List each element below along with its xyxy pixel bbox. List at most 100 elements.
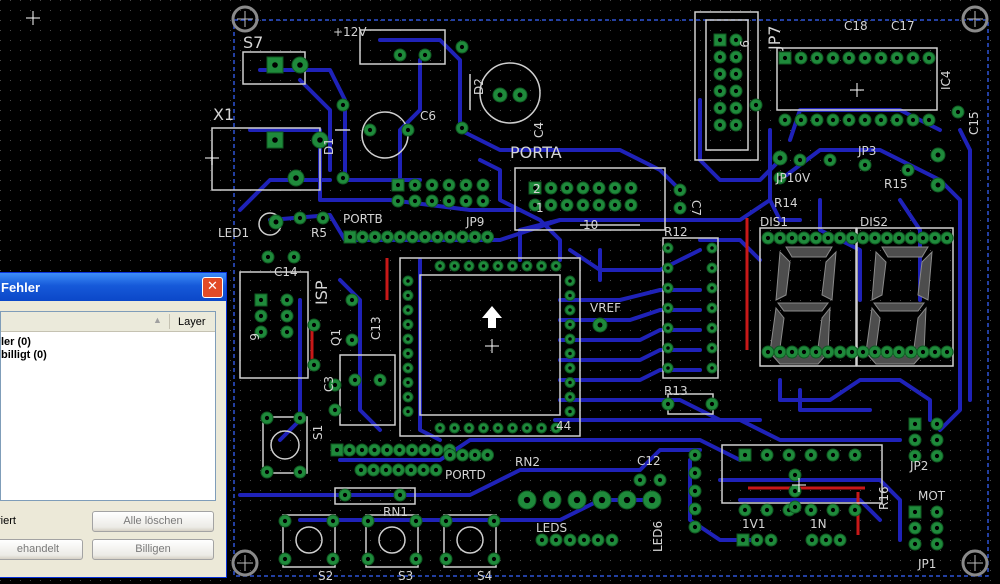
drill-hole xyxy=(717,71,723,77)
drill-hole xyxy=(480,182,486,188)
drill-hole xyxy=(932,349,938,355)
drill-hole xyxy=(896,349,902,355)
drill-hole xyxy=(406,395,410,399)
column-header-layer[interactable]: Layer xyxy=(178,316,206,328)
label-pin-1: 1 xyxy=(536,201,544,215)
drill-hole xyxy=(849,349,855,355)
dialog-titlebar[interactable]: Fehler ✕ xyxy=(0,273,226,301)
drill-hole xyxy=(532,185,538,191)
drill-hole xyxy=(383,467,389,473)
drill-hole xyxy=(777,175,783,181)
drill-hole xyxy=(405,127,411,133)
drill-hole xyxy=(934,453,940,459)
drill-hole xyxy=(284,329,290,335)
drill-hole xyxy=(710,286,714,290)
drill-hole xyxy=(539,426,544,430)
drill-hole xyxy=(360,234,365,240)
drill-hole xyxy=(894,55,900,61)
drill-hole xyxy=(733,105,739,111)
handled-button[interactable]: ehandelt xyxy=(0,539,83,560)
drill-hole xyxy=(912,437,918,443)
drill-hole xyxy=(460,452,465,458)
drill-hole xyxy=(742,507,748,513)
approve-button[interactable]: Billigen xyxy=(92,539,214,560)
clear-all-button[interactable]: Alle löschen xyxy=(92,511,214,532)
error-list[interactable]: ▲ Layer ler (0) billigt (0) xyxy=(0,311,216,501)
drill-hole xyxy=(532,202,538,208)
drill-hole xyxy=(481,264,486,268)
drill-hole xyxy=(491,518,497,524)
drill-hole xyxy=(311,322,317,328)
drill-hole xyxy=(692,524,698,530)
drill-hole xyxy=(846,117,852,123)
label-x1: X1 xyxy=(213,105,234,124)
column-separator[interactable] xyxy=(169,314,170,329)
drill-hole xyxy=(717,122,723,128)
drill-hole xyxy=(677,187,683,193)
drill-hole xyxy=(932,235,938,241)
drill-hole xyxy=(568,366,572,370)
drill-hole xyxy=(491,556,497,562)
drill-hole xyxy=(446,182,452,188)
drill-hole xyxy=(912,509,918,515)
drill-hole xyxy=(485,452,490,458)
drill-hole xyxy=(568,293,572,298)
drill-hole xyxy=(710,246,714,250)
label-jp2: JP2 xyxy=(909,459,928,473)
label-rn2: RN2 xyxy=(515,455,540,469)
drill-hole xyxy=(852,452,858,458)
drill-hole xyxy=(349,297,355,303)
drill-hole xyxy=(827,157,833,163)
drill-hole xyxy=(872,235,878,241)
drill-hole xyxy=(311,362,317,368)
component-labels: S7 X1 +12V JP7 C18 C17 IC4 C15 PORTA C4 … xyxy=(213,19,981,583)
drill-hole xyxy=(814,55,820,61)
sort-up-icon[interactable]: ▲ xyxy=(153,315,162,325)
drill-hole xyxy=(517,92,523,98)
close-button[interactable]: ✕ xyxy=(202,277,223,298)
label-q1: Q1 xyxy=(329,329,343,346)
drill-hole xyxy=(808,507,814,513)
drill-hole xyxy=(955,109,961,115)
drill-hole xyxy=(434,447,440,453)
drill-hole xyxy=(580,202,586,208)
drill-hole xyxy=(413,518,419,524)
drill-hole xyxy=(862,117,868,123)
drill-hole xyxy=(410,234,415,240)
drill-hole xyxy=(692,506,698,512)
label-c6: C6 xyxy=(420,109,436,123)
label-portb: PORTB xyxy=(343,212,383,226)
label-s4: S4 xyxy=(477,569,492,583)
drill-hole xyxy=(830,452,836,458)
drill-hole xyxy=(777,349,783,355)
drill-hole xyxy=(742,452,748,458)
label-r12: R12 xyxy=(664,225,688,239)
drill-hole xyxy=(282,518,288,524)
drill-hole xyxy=(406,366,410,370)
drill-hole xyxy=(384,447,390,453)
drill-hole xyxy=(258,313,264,319)
drill-hole xyxy=(837,349,843,355)
drill-hole xyxy=(849,235,855,241)
drill-hole xyxy=(808,452,814,458)
label-leds: LEDS xyxy=(536,521,567,535)
drill-hole xyxy=(459,44,465,50)
drill-hole xyxy=(497,92,503,98)
drill-hole xyxy=(496,264,500,268)
list-item-errors[interactable]: ler (0) xyxy=(1,336,31,348)
drill-hole xyxy=(481,426,486,430)
label-r15: R15 xyxy=(884,177,908,191)
drill-hole xyxy=(525,264,529,268)
label-pin-2: 2 xyxy=(533,182,541,196)
drill-hole xyxy=(467,264,471,268)
list-item-approved[interactable]: billigt (0) xyxy=(1,349,47,361)
drill-hole xyxy=(764,507,770,513)
drill-hole xyxy=(568,380,572,385)
label-r14: R14 xyxy=(774,196,798,210)
drill-hole xyxy=(349,337,355,343)
drill-hole xyxy=(733,88,739,94)
drill-hole xyxy=(692,452,698,458)
drill-hole xyxy=(733,71,739,77)
drill-hole xyxy=(612,202,618,208)
